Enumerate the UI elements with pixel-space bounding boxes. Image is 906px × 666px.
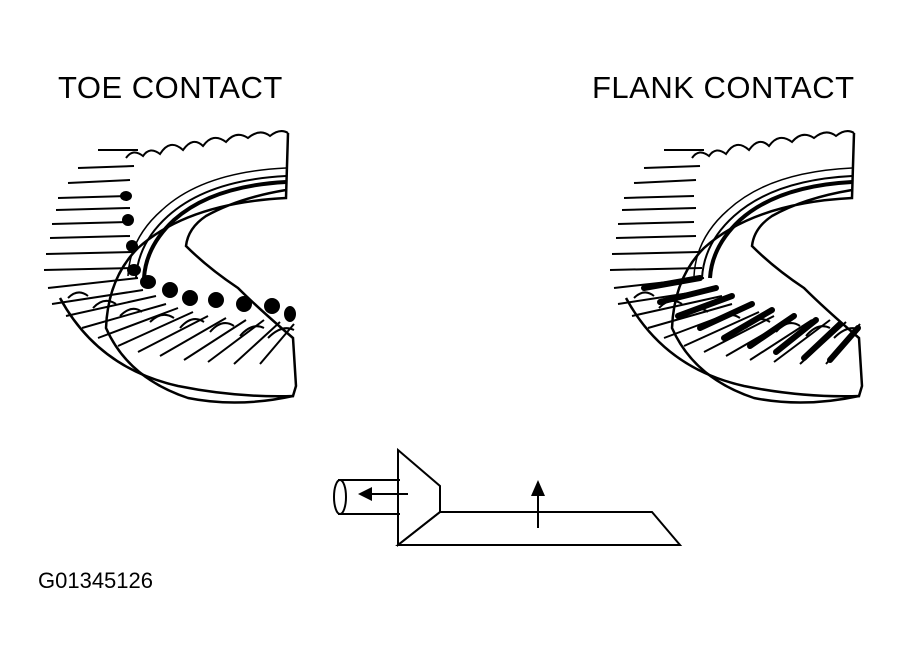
contact-direction-schematic [333,447,683,548]
flank-contact-label: FLANK CONTACT [592,70,855,105]
figure-id: G01345126 [38,568,153,593]
toe-contact-label: TOE CONTACT [58,70,283,105]
flank-contact-gear [608,129,864,405]
toe-contact-patches [120,191,296,322]
toe-contact-gear [42,129,298,405]
flank-contact-patches [641,275,861,363]
